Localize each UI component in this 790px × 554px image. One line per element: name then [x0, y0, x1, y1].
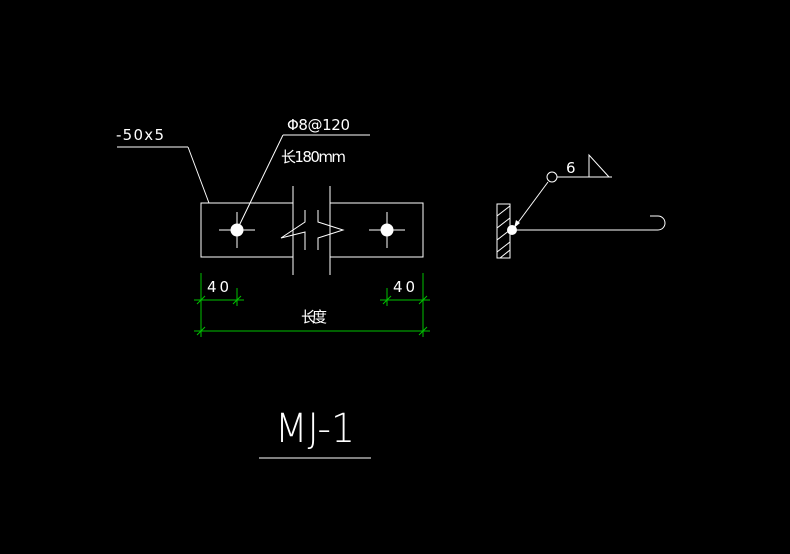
weld-size-label: 6: [566, 159, 576, 177]
dimension-lines: [194, 273, 430, 337]
anchor-spec-leader: [236, 134, 370, 231]
steel-plate: [200, 186, 424, 275]
plate-spec-leader: [117, 146, 210, 204]
side-section-bar: [510, 215, 666, 231]
dimension-total-label: 长度: [301, 308, 327, 326]
plate-spec-label: -50x5: [116, 126, 164, 144]
dimension-right-label: 40: [393, 278, 415, 296]
anchor-right: [369, 212, 405, 248]
weld-symbol: [513, 153, 612, 229]
dimension-left-label: 40: [207, 278, 229, 296]
anchor-length-label: 长180mm: [281, 148, 346, 166]
anchor-spec-label: Φ8@120: [287, 116, 350, 134]
drawing-title: MJ-1: [275, 406, 355, 452]
